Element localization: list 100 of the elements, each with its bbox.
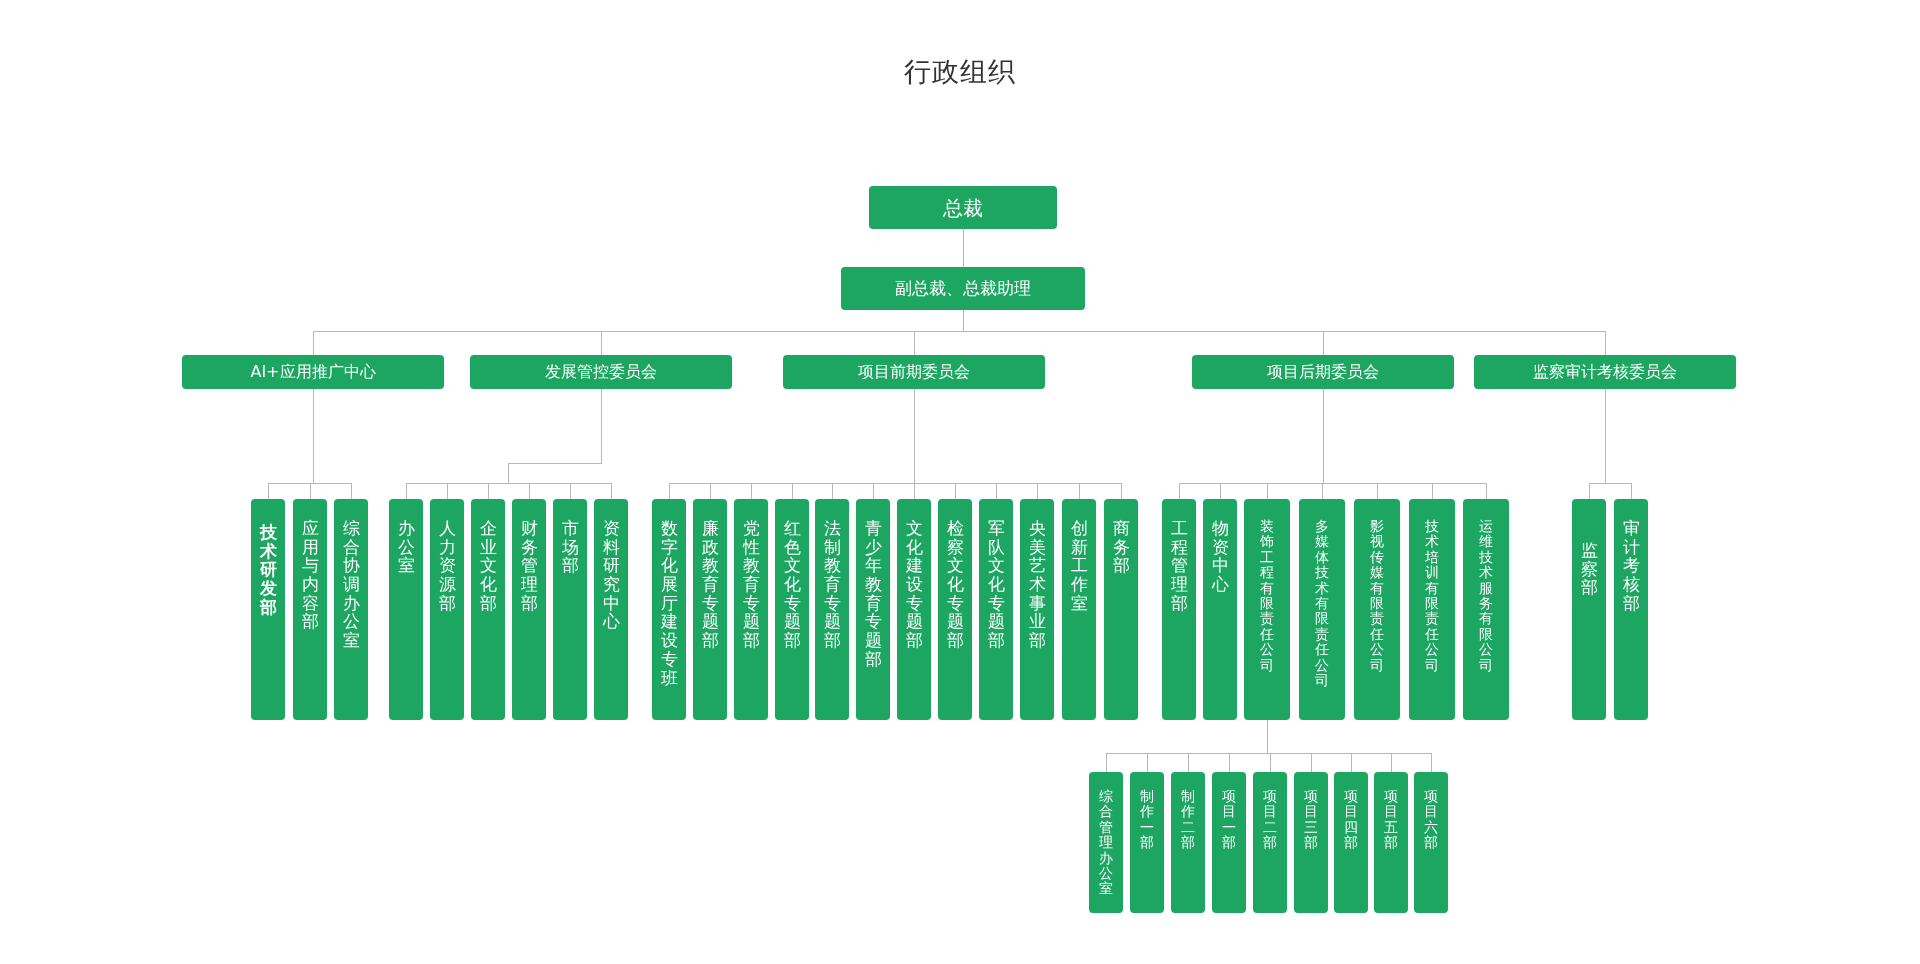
department-box xyxy=(1104,499,1138,720)
unit-name: 影视传媒有限责任公司 xyxy=(1370,519,1384,673)
department-box xyxy=(594,499,628,720)
unit-name: 市场部 xyxy=(561,519,579,576)
unit-name: 工程管理部 xyxy=(1170,519,1188,613)
department-box xyxy=(1253,772,1287,913)
unit-name: 财务管理部 xyxy=(520,519,538,613)
leader-box xyxy=(841,267,1085,310)
department-box xyxy=(1244,499,1290,720)
department-box xyxy=(815,499,849,720)
department-box xyxy=(1130,772,1164,913)
unit-name: 商务部 xyxy=(1112,519,1130,576)
department-box xyxy=(1171,772,1205,913)
connector-line xyxy=(508,388,602,484)
department-box xyxy=(979,499,1013,720)
unit-name: 青少年教育专题部 xyxy=(864,519,882,669)
unit-name: 创新工作室 xyxy=(1070,519,1088,613)
department-box xyxy=(1212,772,1246,913)
department-box xyxy=(938,499,972,720)
department-box xyxy=(1299,499,1345,720)
unit-name: 检察文化专题部 xyxy=(946,519,964,650)
unit-name: 项目二部 xyxy=(1263,789,1277,851)
connector-line xyxy=(1323,388,1487,500)
unit-name: 多媒体技术有限责任公司 xyxy=(1315,519,1329,689)
committee-box xyxy=(470,355,732,389)
department-box xyxy=(512,499,546,720)
connector-line xyxy=(313,388,352,500)
unit-name: 副总裁、总裁助理 xyxy=(895,278,1031,299)
unit-name: 资料研究中心 xyxy=(602,519,620,632)
unit-name: 技术培训有限责任公司 xyxy=(1425,519,1439,673)
connector-line xyxy=(488,483,509,500)
department-box xyxy=(775,499,809,720)
department-box xyxy=(471,499,505,720)
unit-name: 制作二部 xyxy=(1181,789,1195,851)
department-box xyxy=(1354,499,1400,720)
department-box xyxy=(1414,772,1448,913)
unit-name: 审计考核部 xyxy=(1622,519,1640,613)
unit-name: AI+应用推广中心 xyxy=(250,362,376,382)
unit-name: 军队文化专题部 xyxy=(987,519,1005,650)
department-box xyxy=(251,499,285,720)
department-box xyxy=(1334,772,1368,913)
department-box xyxy=(293,499,327,720)
department-box xyxy=(1162,499,1196,720)
leader-box xyxy=(869,186,1057,229)
unit-name: 应用与内容部 xyxy=(301,519,319,632)
department-box xyxy=(1374,772,1408,913)
unit-name: 综合管理办公室 xyxy=(1099,789,1113,897)
unit-name: 项目四部 xyxy=(1344,789,1358,851)
department-box xyxy=(1020,499,1054,720)
chart-title: 行政组织 xyxy=(904,55,1016,89)
unit-name: 物资中心 xyxy=(1211,519,1229,594)
department-box xyxy=(693,499,727,720)
unit-name: 人力资源部 xyxy=(438,519,456,613)
unit-name: 廉政教育专题部 xyxy=(701,519,719,650)
department-box xyxy=(856,499,890,720)
unit-name: 项目五部 xyxy=(1384,789,1398,851)
department-box xyxy=(1463,499,1509,720)
department-box xyxy=(734,499,768,720)
committee-box xyxy=(182,355,444,389)
department-box xyxy=(1409,499,1455,720)
unit-name: 办公室 xyxy=(397,519,415,576)
committee-box xyxy=(1192,355,1454,389)
unit-name: 技术研发部 xyxy=(259,523,277,617)
unit-name: 总裁 xyxy=(943,195,983,220)
committee-box xyxy=(783,355,1045,389)
unit-name: 项目后期委员会 xyxy=(1267,362,1379,382)
unit-name: 企业文化部 xyxy=(479,519,497,613)
committee-box xyxy=(1474,355,1736,389)
connector-line xyxy=(914,388,1122,500)
unit-name: 数字化展厅建设专班 xyxy=(660,519,678,688)
department-box xyxy=(652,499,686,720)
department-box xyxy=(1203,499,1237,720)
department-box xyxy=(553,499,587,720)
unit-name: 项目前期委员会 xyxy=(858,362,970,382)
unit-name: 项目三部 xyxy=(1304,789,1318,851)
department-box xyxy=(1089,772,1123,913)
unit-name: 项目六部 xyxy=(1424,789,1438,851)
connector-line xyxy=(508,483,612,500)
unit-name: 发展管控委员会 xyxy=(545,362,657,382)
department-box xyxy=(430,499,464,720)
department-box xyxy=(1294,772,1328,913)
department-box xyxy=(1614,499,1648,720)
unit-name: 监察部 xyxy=(1580,541,1598,598)
unit-name: 法制教育专题部 xyxy=(823,519,841,650)
connector-line xyxy=(963,228,964,268)
department-box xyxy=(1062,499,1096,720)
connector-line xyxy=(1267,719,1432,773)
unit-name: 央美艺术事业部 xyxy=(1028,519,1046,650)
unit-name: 文化建设专题部 xyxy=(905,519,923,650)
unit-name: 运维技术服务有限公司 xyxy=(1479,519,1493,673)
department-box xyxy=(389,499,423,720)
unit-name: 制作一部 xyxy=(1140,789,1154,851)
department-box xyxy=(897,499,931,720)
department-box xyxy=(1572,499,1606,720)
unit-name: 红色文化专题部 xyxy=(783,519,801,650)
unit-name: 党性教育专题部 xyxy=(742,519,760,650)
unit-name: 监察审计考核委员会 xyxy=(1533,362,1677,382)
unit-name: 综合协调办公室 xyxy=(342,519,360,650)
unit-name: 项目一部 xyxy=(1222,789,1236,851)
connector-line xyxy=(1605,388,1632,500)
